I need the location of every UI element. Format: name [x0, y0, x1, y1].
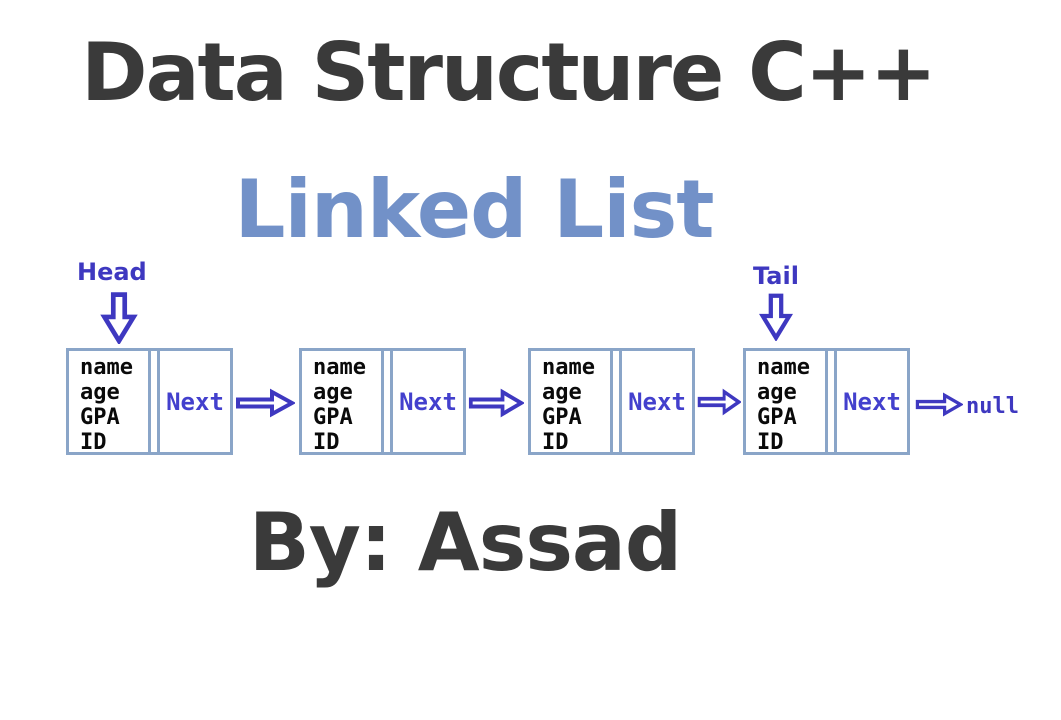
- node-field: age: [757, 380, 797, 405]
- list-node: name age GPA ID Next: [743, 348, 910, 455]
- node-field: GPA: [757, 405, 797, 430]
- arrow-down-icon: [100, 292, 138, 344]
- next-pointer-label: Next: [843, 387, 901, 416]
- node-field: ID: [80, 430, 107, 455]
- null-label: null: [966, 394, 1019, 419]
- next-pointer-label: Next: [399, 387, 457, 416]
- node-field: age: [542, 380, 582, 405]
- node-data-cell: name age GPA ID: [746, 351, 828, 455]
- next-pointer-label: Next: [628, 387, 686, 416]
- tail-label: Tail: [753, 262, 799, 290]
- node-field: GPA: [80, 405, 120, 430]
- arrow-right-icon: [915, 392, 963, 417]
- byline: By: Assad: [248, 496, 682, 589]
- head-label: Head: [77, 258, 147, 286]
- node-field: name: [80, 355, 133, 380]
- list-node: name age GPA ID Next: [299, 348, 466, 455]
- arrow-right-icon: [468, 388, 524, 418]
- list-node: name age GPA ID Next: [528, 348, 695, 455]
- node-next-cell: Next: [619, 351, 692, 452]
- next-pointer-label: Next: [166, 387, 224, 416]
- node-field: ID: [542, 430, 569, 455]
- node-data-cell: name age GPA ID: [69, 351, 151, 455]
- node-field: age: [313, 380, 353, 405]
- node-field: name: [757, 355, 810, 380]
- node-next-cell: Next: [390, 351, 463, 452]
- node-field: ID: [313, 430, 340, 455]
- node-data-cell: name age GPA ID: [302, 351, 384, 455]
- node-field: name: [542, 355, 595, 380]
- main-title: Data Structure C++: [81, 26, 937, 119]
- list-node: name age GPA ID Next: [66, 348, 233, 455]
- node-field: GPA: [542, 405, 582, 430]
- node-field: ID: [757, 430, 784, 455]
- node-field: GPA: [313, 405, 353, 430]
- arrow-down-icon: [759, 293, 793, 341]
- node-next-cell: Next: [834, 351, 907, 452]
- node-field: name: [313, 355, 366, 380]
- node-next-cell: Next: [157, 351, 230, 452]
- node-field: age: [80, 380, 120, 405]
- subtitle: Linked List: [234, 163, 714, 256]
- arrow-right-icon: [697, 388, 741, 416]
- arrow-right-icon: [236, 388, 295, 418]
- node-data-cell: name age GPA ID: [531, 351, 613, 455]
